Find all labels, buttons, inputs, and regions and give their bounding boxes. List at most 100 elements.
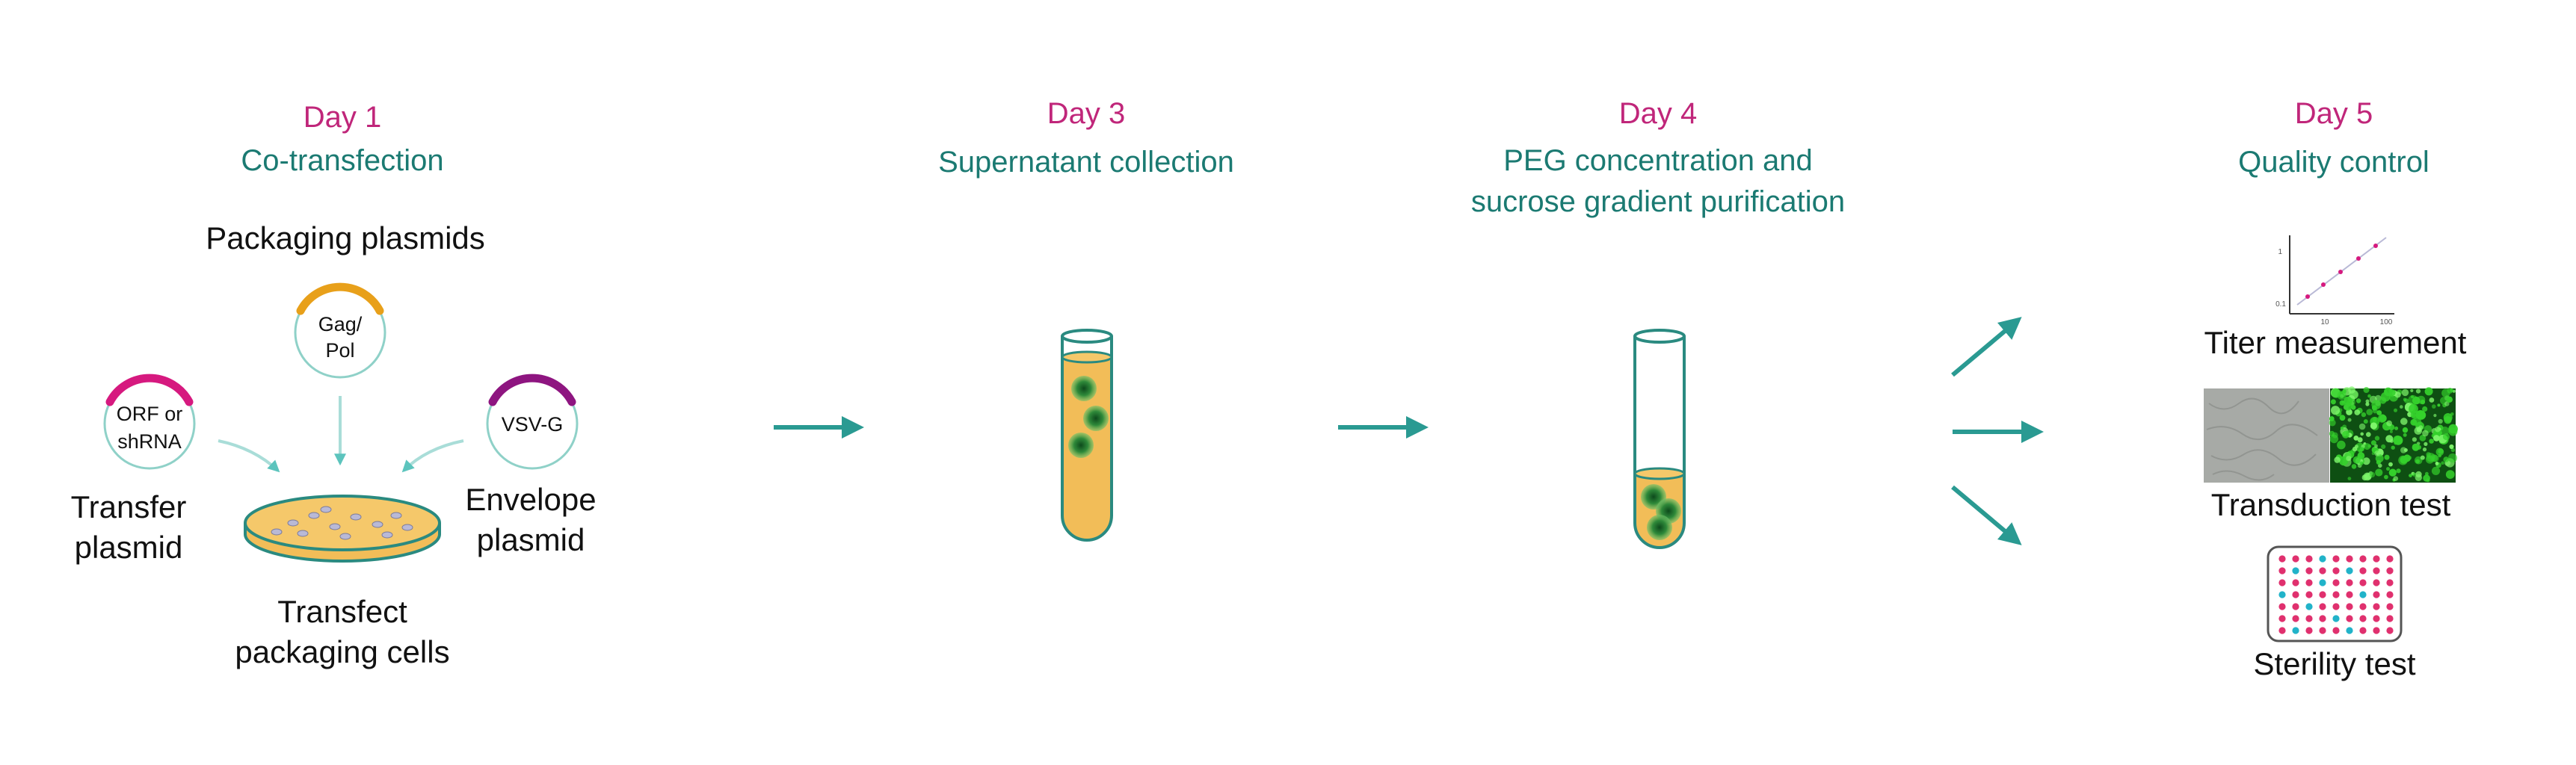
well-dot — [2373, 555, 2380, 563]
fluorescent-cell — [2350, 405, 2356, 410]
well-dot — [2359, 591, 2367, 598]
fluorescent-cell — [2374, 436, 2380, 441]
plasmid-to-dish-arrows — [218, 396, 464, 473]
fluorescent-cell — [2329, 419, 2336, 427]
fluorescent-cell — [2347, 403, 2351, 407]
fluorescent-cell — [2394, 426, 2399, 430]
fluorescent-cell — [2417, 395, 2426, 404]
well-dot — [2278, 591, 2286, 598]
fluorescent-cell — [2450, 412, 2454, 416]
transfer-label-line1: Transfer — [71, 489, 187, 524]
transduction-images — [2204, 386, 2458, 483]
fluorescent-cell — [2366, 409, 2373, 415]
fluorescent-cell — [2349, 390, 2358, 400]
stage-day5: Day 5 Quality control 1 0.1 10 100 Titer… — [2204, 97, 2467, 681]
orf-shrna-label-line2: shRNA — [117, 430, 182, 453]
fluorescent-cell — [2412, 443, 2420, 451]
fluorescent-cell — [2376, 410, 2382, 415]
fluorescent-cell — [2375, 468, 2383, 477]
well-dot — [2346, 579, 2353, 586]
fluorescent-cell — [2444, 416, 2452, 424]
well-dot — [2386, 603, 2394, 610]
well-dot — [2386, 579, 2394, 586]
virus-particle-icon — [1083, 406, 1109, 431]
fluorescent-cell — [2355, 398, 2361, 403]
fluorescent-cell — [2365, 402, 2370, 406]
fluorescent-cell — [2422, 430, 2429, 437]
fluorescent-cell — [2359, 461, 2364, 465]
well-dot — [2332, 555, 2340, 563]
well-dot — [2292, 555, 2299, 563]
fluorescent-cell — [2435, 462, 2439, 465]
fluorescent-cell — [2424, 442, 2428, 447]
fluorescent-cell — [2443, 456, 2449, 462]
fluorescent-cell — [2442, 433, 2450, 441]
envelope-label-line2: plasmid — [477, 522, 585, 557]
well-dot — [2305, 603, 2313, 610]
well-dot — [2346, 591, 2353, 598]
well-dot — [2305, 627, 2313, 634]
fluorescent-cell — [2385, 435, 2394, 443]
fluorescent-cell — [2424, 387, 2433, 396]
well-dot — [2292, 603, 2299, 610]
well-dot — [2319, 615, 2326, 622]
vsvg-label: VSV-G — [502, 413, 564, 436]
well-dot — [2278, 615, 2286, 622]
fluorescent-cell — [2352, 456, 2361, 464]
fluorescent-cell — [2412, 437, 2417, 442]
well-dot — [2346, 603, 2353, 610]
fluorescent-cell — [2339, 456, 2349, 466]
day5-day-label: Day 5 — [2295, 97, 2373, 130]
fluorescent-cell — [2384, 474, 2388, 480]
well-dot — [2373, 627, 2380, 634]
fluorescent-cell — [2371, 451, 2375, 456]
fluorescent-cell — [2354, 409, 2361, 415]
day3-day-label: Day 3 — [1047, 97, 1126, 130]
dish-label-line1: Transfect — [277, 594, 407, 629]
fluorescent-cell — [2361, 412, 2367, 418]
well-dot — [2359, 615, 2367, 622]
fluorescent-cell — [2403, 448, 2408, 452]
well-dot — [2292, 627, 2299, 634]
fluorescent-cell — [2381, 444, 2386, 450]
stage-day1: Day 1 Co-transfection Packaging plasmids… — [71, 101, 597, 669]
fluorescent-cell — [2426, 453, 2435, 462]
fluorescent-cell — [2334, 456, 2341, 463]
well-dot — [2278, 603, 2286, 610]
well-dot — [2305, 567, 2313, 574]
well-dot — [2305, 615, 2313, 622]
fluorescent-cell — [2360, 432, 2364, 436]
fluorescent-cell — [2402, 427, 2409, 433]
fluorescent-cell — [2388, 468, 2397, 477]
fluorescent-cell — [2415, 459, 2421, 464]
fluorescent-cell — [2362, 457, 2370, 465]
well-dot — [2346, 567, 2353, 574]
fluorescent-cell — [2440, 427, 2450, 436]
well-dot — [2386, 591, 2394, 598]
fluorescent-cell — [2394, 391, 2401, 398]
well-dot — [2373, 615, 2380, 622]
fluorescent-cell — [2433, 414, 2437, 418]
fluorescent-cell — [2363, 387, 2370, 393]
well-dot — [2319, 579, 2326, 586]
fluorescent-cell — [2401, 388, 2409, 397]
fluorescent-cell — [2410, 410, 2419, 419]
well-dot — [2346, 627, 2353, 634]
fluorescent-cell — [2447, 388, 2453, 394]
fluorescent-cell — [2444, 401, 2450, 406]
well-dot — [2346, 555, 2353, 563]
fluorescent-cell — [2391, 445, 2395, 450]
envelope-plasmid-icon: VSV-G — [486, 374, 579, 470]
well-dot — [2359, 579, 2367, 586]
fluorescent-cell — [2427, 455, 2431, 459]
titer-measurement-label: Titer measurement — [2204, 325, 2467, 360]
gag-pol-label-line1: Gag/ — [318, 313, 363, 335]
fluorescent-cell — [2429, 439, 2434, 444]
fluorescent-cell — [2370, 422, 2377, 430]
fluorescent-cell — [2369, 471, 2376, 478]
fluorescent-cell — [2448, 424, 2458, 434]
well-dot — [2332, 627, 2340, 634]
fluorescent-cell — [2403, 397, 2407, 402]
well-dot — [2386, 567, 2394, 574]
